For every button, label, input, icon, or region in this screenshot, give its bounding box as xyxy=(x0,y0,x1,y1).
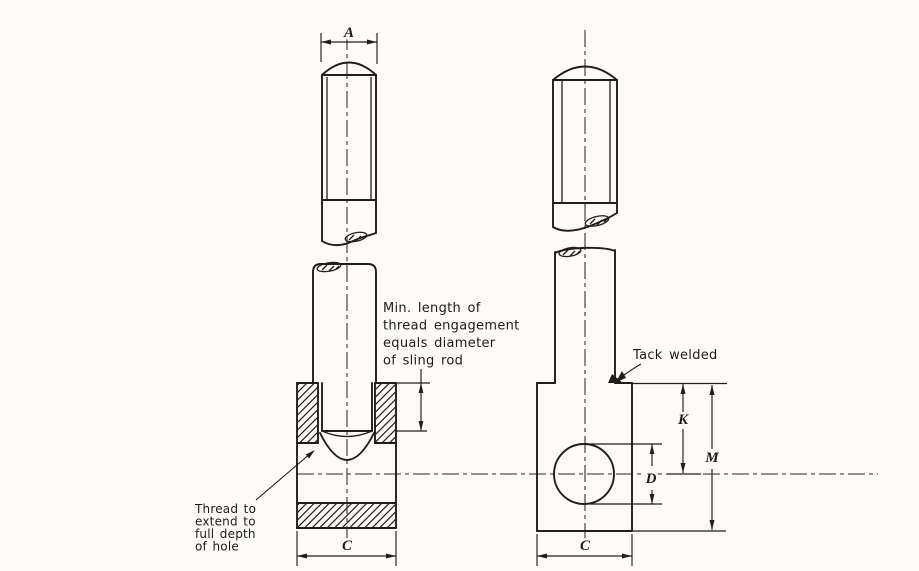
tack-weld xyxy=(608,374,623,383)
dim-a: A xyxy=(320,23,378,64)
front-view xyxy=(296,61,397,529)
dim-m: M xyxy=(632,385,726,532)
hatch-right xyxy=(375,383,396,443)
dim-label-m: M xyxy=(704,450,719,466)
dim-label-c-front: C xyxy=(342,538,353,554)
note-thread-depth: Thread to extend to full depth of hole xyxy=(194,450,315,554)
stud-side xyxy=(552,65,618,232)
centerlines xyxy=(297,30,878,542)
sling-rod-front xyxy=(312,261,377,461)
sling-rod-side xyxy=(554,246,616,384)
dim-label-d: D xyxy=(645,471,657,487)
dim-k: K xyxy=(632,382,727,475)
note-line: of hole xyxy=(195,540,239,554)
note-line: Thread to xyxy=(194,502,256,516)
block-section-front xyxy=(296,382,397,529)
break-mark xyxy=(316,261,342,273)
dim-c-side: C xyxy=(536,534,633,566)
dim-label-c-side: C xyxy=(580,538,591,554)
leader-line xyxy=(255,452,312,501)
dim-thread-engagement xyxy=(396,369,430,432)
note-line: thread engagement xyxy=(383,319,520,334)
note-line: of sling rod xyxy=(383,354,463,369)
note-line: equals diameter xyxy=(383,336,496,351)
dim-d: D xyxy=(578,443,662,505)
dim-c-front: C xyxy=(296,531,397,566)
note-tack-welded: Tack welded xyxy=(616,348,718,382)
side-view xyxy=(536,65,633,532)
note-line: extend to xyxy=(195,515,256,529)
dim-label-k: K xyxy=(677,412,689,428)
note-thread-engagement: Min. length of thread engagement equals … xyxy=(383,301,520,369)
dim-label-a: A xyxy=(343,25,354,41)
break-mark xyxy=(558,246,582,258)
hatch-left xyxy=(297,383,318,443)
note-line: full depth xyxy=(195,527,256,541)
drill-point xyxy=(319,432,375,461)
note-line: Min. length of xyxy=(383,301,481,316)
break-mark xyxy=(584,215,610,227)
hatch-bottom xyxy=(297,503,396,528)
tack-welded-label: Tack welded xyxy=(632,348,718,363)
stud-front xyxy=(321,61,377,247)
break-mark xyxy=(344,231,368,243)
